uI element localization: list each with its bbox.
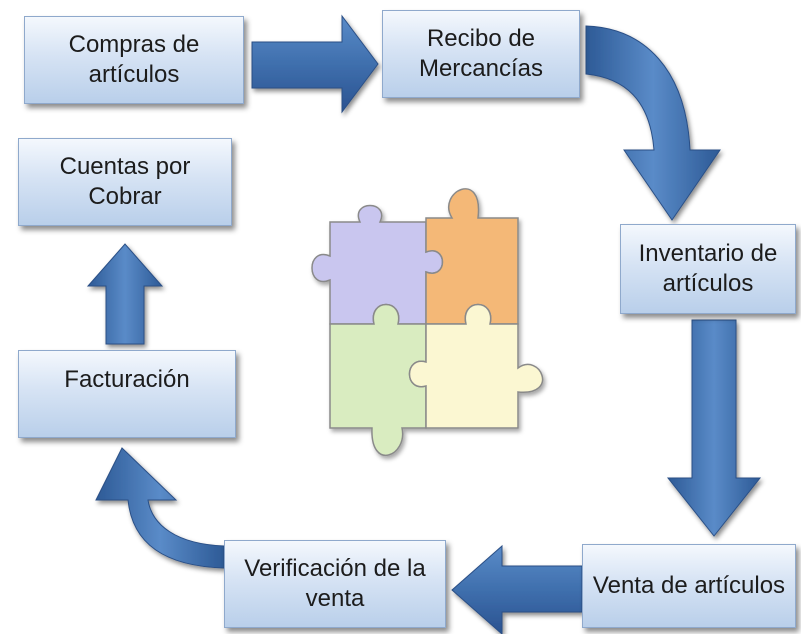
node-recibo-label: Recibo de Mercancías [418,25,544,82]
node-facturacion: Facturación [18,350,236,438]
node-verificacion: Verificación de la venta [224,540,446,628]
node-verificacion-label: Verificación de la venta [244,555,426,612]
arrow-inventario-to-venta [666,319,762,537]
node-cuentas-label: Cuentas por Cobrar [59,153,191,210]
arrow-recibo-to-inventario [585,25,721,221]
node-venta: Venta de artículos [582,544,796,628]
node-facturacion-label: Facturación [64,366,190,393]
puzzle-piece-purple [311,204,444,325]
arrow-verificacion-to-facturacion [95,447,225,569]
node-cuentas: Cuentas por Cobrar [18,138,232,226]
puzzle-piece-cream [408,303,544,429]
arrow-compras-to-recibo [251,14,379,114]
node-compras: Compras de artículos [24,16,244,104]
node-compras-label: Compras de artículos [68,31,200,88]
arrow-venta-to-verificacion [451,544,583,634]
node-inventario: Inventario de artículos [620,224,796,314]
arrow-facturacion-to-cuentas [86,243,164,345]
node-venta-label: Venta de artículos [592,572,786,599]
node-inventario-label: Inventario de artículos [638,240,778,297]
node-recibo: Recibo de Mercancías [382,10,580,98]
